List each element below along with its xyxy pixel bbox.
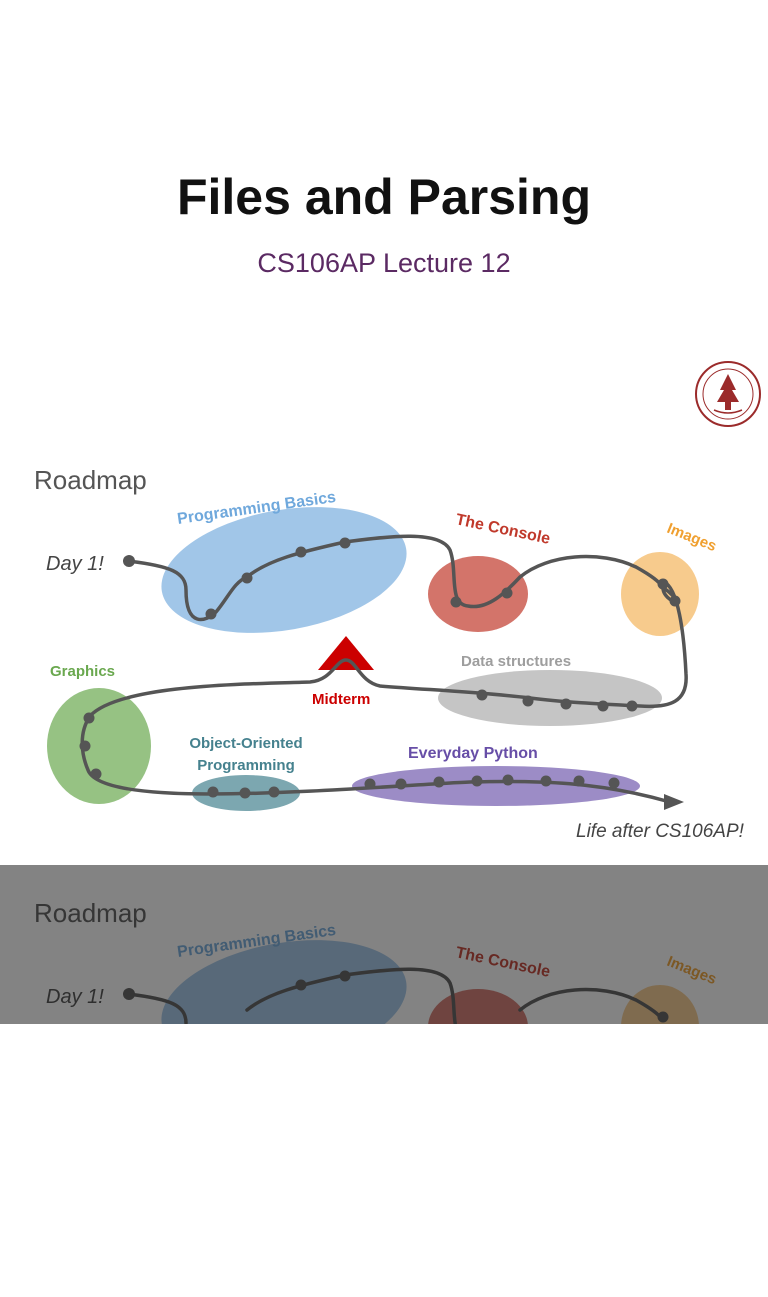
stanford-seal-icon bbox=[695, 361, 761, 427]
path-milestones bbox=[79, 537, 681, 799]
everyday-python-label: Everyday Python bbox=[408, 745, 538, 762]
roadmap-slide: Roadmap bbox=[0, 432, 768, 864]
graphics-blob bbox=[47, 688, 151, 804]
life-after-label: Life after CS106AP! bbox=[576, 821, 745, 842]
title-slide: Files and Parsing CS106AP Lecture 12 bbox=[0, 0, 768, 432]
path-arrowhead-icon bbox=[664, 794, 684, 810]
slide-title: Files and Parsing bbox=[176, 169, 591, 225]
day1-label: Day 1! bbox=[46, 553, 104, 575]
everyday-python-blob bbox=[352, 766, 640, 806]
console-blob bbox=[428, 556, 528, 632]
console-label: The Console bbox=[454, 511, 552, 548]
images-label: Images bbox=[665, 520, 719, 555]
midterm-label: Midterm bbox=[312, 691, 370, 708]
roadmap-heading: Roadmap bbox=[34, 465, 147, 495]
oop-label-line1: Object-Oriented bbox=[189, 735, 302, 752]
graphics-label: Graphics bbox=[50, 663, 115, 680]
roadmap-diagram: Roadmap bbox=[34, 465, 745, 842]
midterm-marker-icon bbox=[318, 636, 374, 670]
data-structures-blob bbox=[438, 670, 662, 726]
slide-subtitle: CS106AP Lecture 12 bbox=[257, 248, 511, 278]
data-structures-label: Data structures bbox=[461, 653, 571, 670]
dim-overlay bbox=[0, 865, 768, 1024]
oop-label-line2: Programming bbox=[197, 757, 295, 774]
